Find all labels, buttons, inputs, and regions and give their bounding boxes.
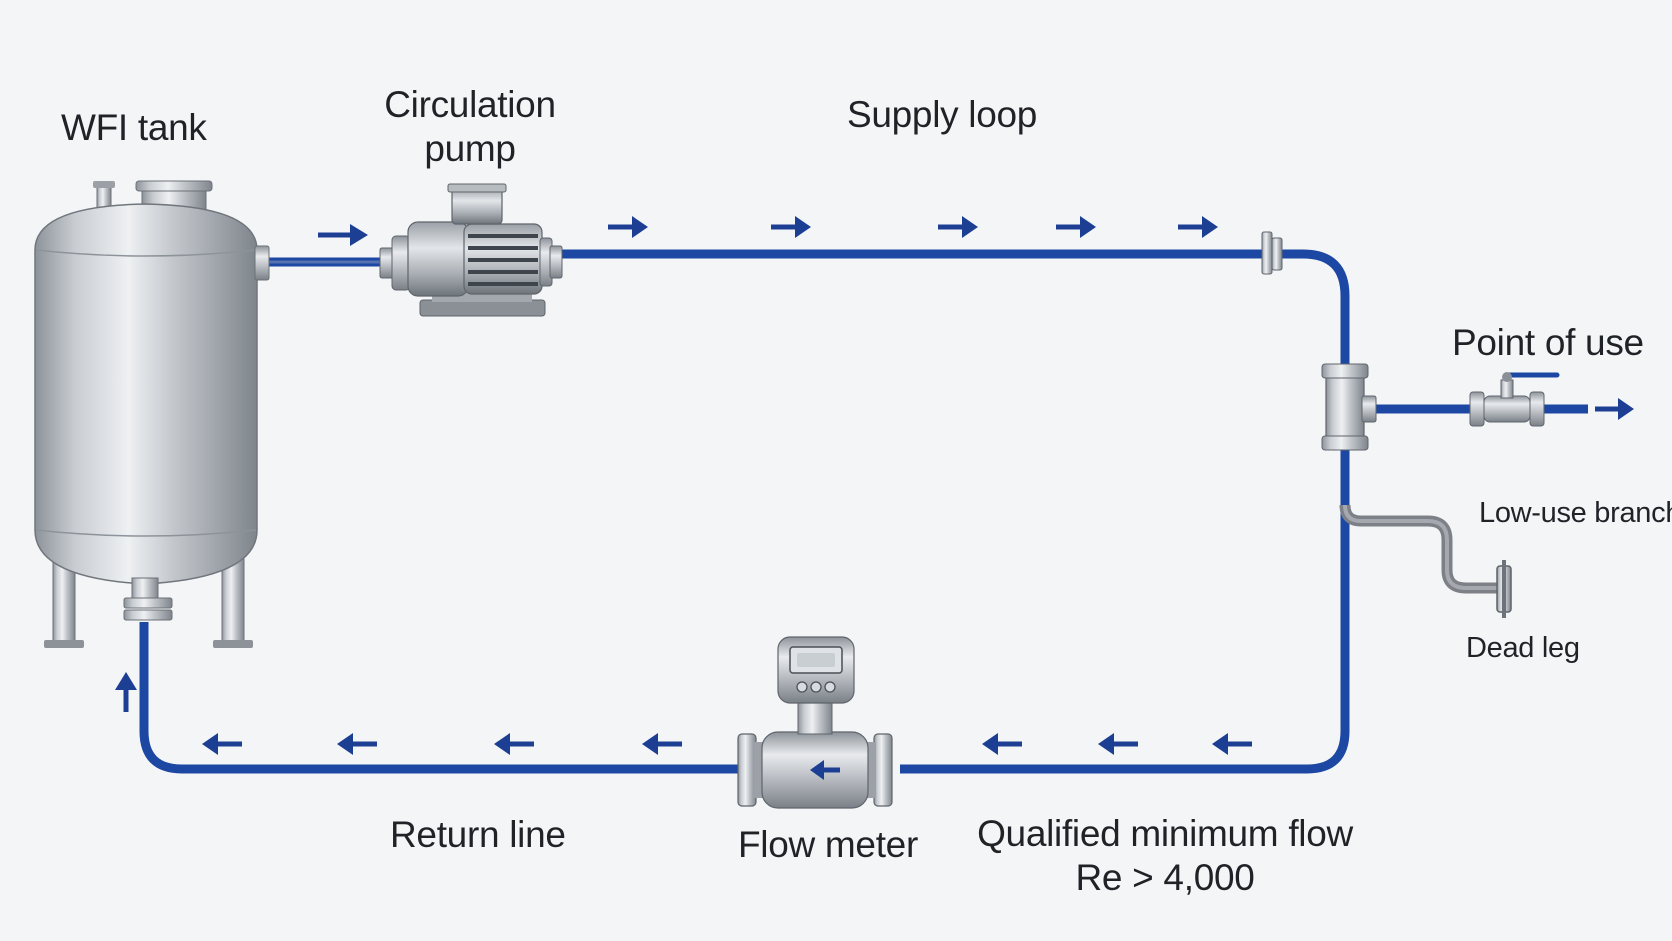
circulation-pump-label-line2: pump: [424, 127, 516, 169]
arrow-right-icon: [608, 216, 648, 238]
arrow-right-icon: [318, 224, 368, 246]
return-line-label: Return line: [390, 814, 566, 855]
valve-icon: [1469, 372, 1560, 427]
supply-loop-label: Supply loop: [847, 94, 1038, 135]
supply-loop-pipe: [560, 249, 1350, 774]
arrow-left-icon: [642, 733, 682, 755]
tank-icon: [34, 180, 270, 648]
arrow-right-icon: [938, 216, 978, 238]
arrow-left-icon: [337, 733, 377, 755]
return-line-pipe: [139, 622, 738, 774]
pump-icon: [379, 183, 563, 317]
low-use-branch-label: Low-use branch: [1479, 497, 1672, 529]
arrow-right-icon: [1178, 216, 1218, 238]
arrow-left-icon: [810, 760, 840, 780]
arrow-right-icon: [1056, 216, 1096, 238]
arrow-left-icon: [202, 733, 242, 755]
dead-leg-flange-icon: [1496, 560, 1512, 618]
arrow-left-icon: [1098, 733, 1138, 755]
tee-fitting-icon: [1321, 363, 1377, 451]
arrow-right-icon: [1595, 398, 1634, 420]
point-of-use-label: Point of use: [1452, 322, 1644, 363]
qualified-min-flow-label: Qualified minimum flow Re > 4,000: [975, 812, 1355, 899]
flow-meter-icon: [737, 636, 893, 809]
arrow-right-icon: [771, 216, 811, 238]
circulation-pump-label: Circulation pump: [355, 83, 585, 170]
circulation-pump-label-line1: Circulation: [384, 84, 556, 125]
flow-meter-label: Flow meter: [738, 824, 918, 865]
dead-leg-pipe: [1339, 504, 1500, 594]
supply-flange-icon: [1261, 231, 1283, 275]
arrow-left-icon: [1212, 733, 1252, 755]
arrow-left-icon: [982, 733, 1022, 755]
qualified-min-flow-text: Qualified minimum flow: [977, 813, 1353, 854]
arrow-left-icon: [494, 733, 534, 755]
wfi-tank-label: WFI tank: [61, 107, 207, 148]
arrow-up-icon: [115, 672, 137, 712]
dead-leg-label: Dead leg: [1466, 632, 1580, 664]
reynolds-number-text: Re > 4,000: [1075, 856, 1255, 898]
